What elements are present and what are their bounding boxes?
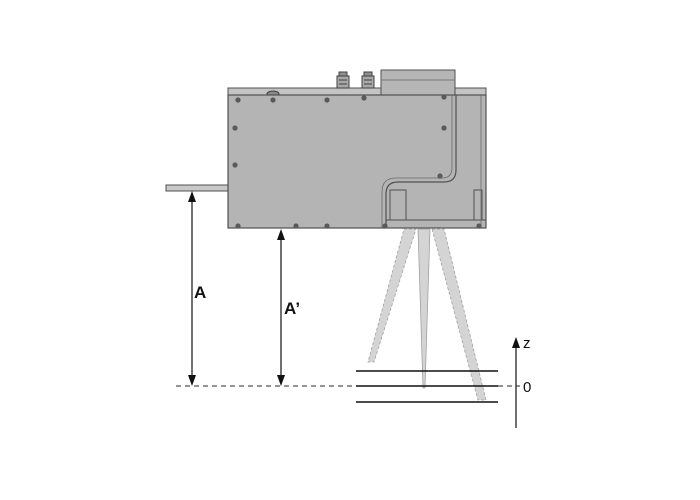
z-axis-label: z xyxy=(523,335,531,352)
connector-icon xyxy=(336,71,350,89)
measuring-range-lines xyxy=(356,370,520,403)
z-axis xyxy=(512,337,520,428)
laser-beams xyxy=(367,228,487,401)
zero-label: 0 xyxy=(523,379,531,396)
dimension-a-label: A xyxy=(194,283,206,302)
mounting-bracket xyxy=(165,184,237,226)
beam-left xyxy=(367,228,417,363)
screw-icon xyxy=(232,94,482,229)
connector-icon xyxy=(361,71,375,89)
dimension-a-prime xyxy=(277,229,285,386)
housing-top-block xyxy=(380,69,456,96)
dimension-a-prime-label: A’ xyxy=(284,299,300,318)
dimension-a xyxy=(188,191,196,386)
beam-right xyxy=(431,228,487,401)
sensor-housing xyxy=(227,94,487,229)
beam-center xyxy=(417,228,431,389)
